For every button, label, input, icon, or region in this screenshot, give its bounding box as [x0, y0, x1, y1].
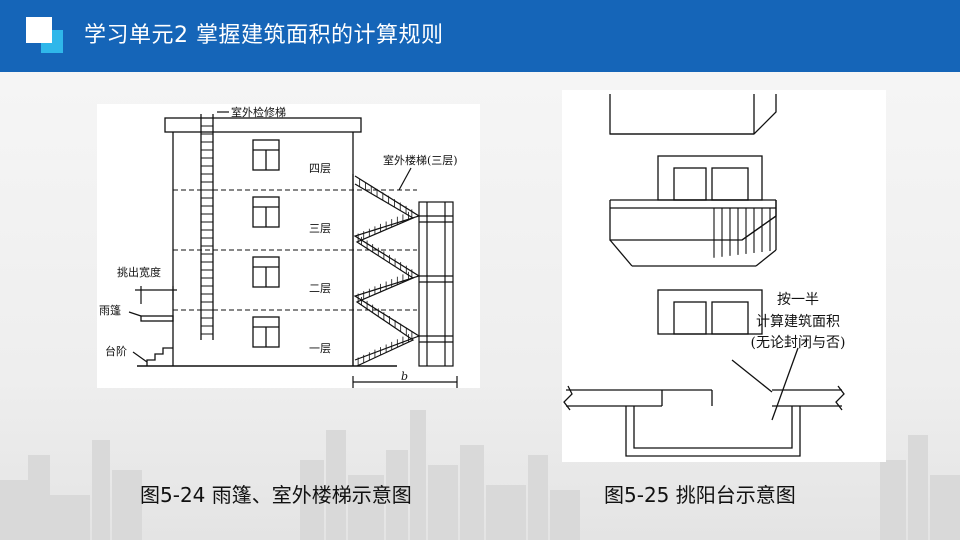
label-canopy: 雨篷 — [99, 303, 121, 317]
figure-canopy-outdoor-stair: 室外检修梯 室外楼梯(三层) 四层 三层 二层 一层 挑出宽度 雨篷 台阶 b — [97, 104, 480, 388]
header-bar: 学习单元2 掌握建筑面积的计算规则 — [0, 0, 960, 72]
note-line2: 计算建筑面积 — [756, 314, 840, 330]
label-floor2: 二层 — [309, 282, 331, 295]
figure1-caption: 图5-24 雨篷、室外楼梯示意图 — [140, 483, 412, 507]
note-line1: 按一半 — [777, 292, 819, 308]
label-outdoor-ladder: 室外检修梯 — [231, 105, 286, 119]
label-floor1: 一层 — [309, 342, 331, 355]
slide-title: 学习单元2 掌握建筑面积的计算规则 — [84, 23, 444, 48]
figure-cantilever-balcony: 按一半 计算建筑面积 (无论封闭与否) — [562, 90, 886, 462]
stacked-squares-logo-icon — [26, 17, 66, 57]
label-outdoor-stair: 室外楼梯(三层) — [383, 153, 458, 167]
note-line3: (无论封闭与否) — [751, 335, 846, 351]
label-projection-width: 挑出宽度 — [117, 265, 161, 279]
label-floor3: 三层 — [309, 222, 331, 235]
label-floor4: 四层 — [309, 162, 331, 175]
label-dimension-b: b — [401, 370, 408, 383]
figure2-caption: 图5-25 挑阳台示意图 — [604, 483, 796, 507]
label-steps: 台阶 — [105, 344, 127, 358]
city-skyline-background — [0, 410, 960, 540]
